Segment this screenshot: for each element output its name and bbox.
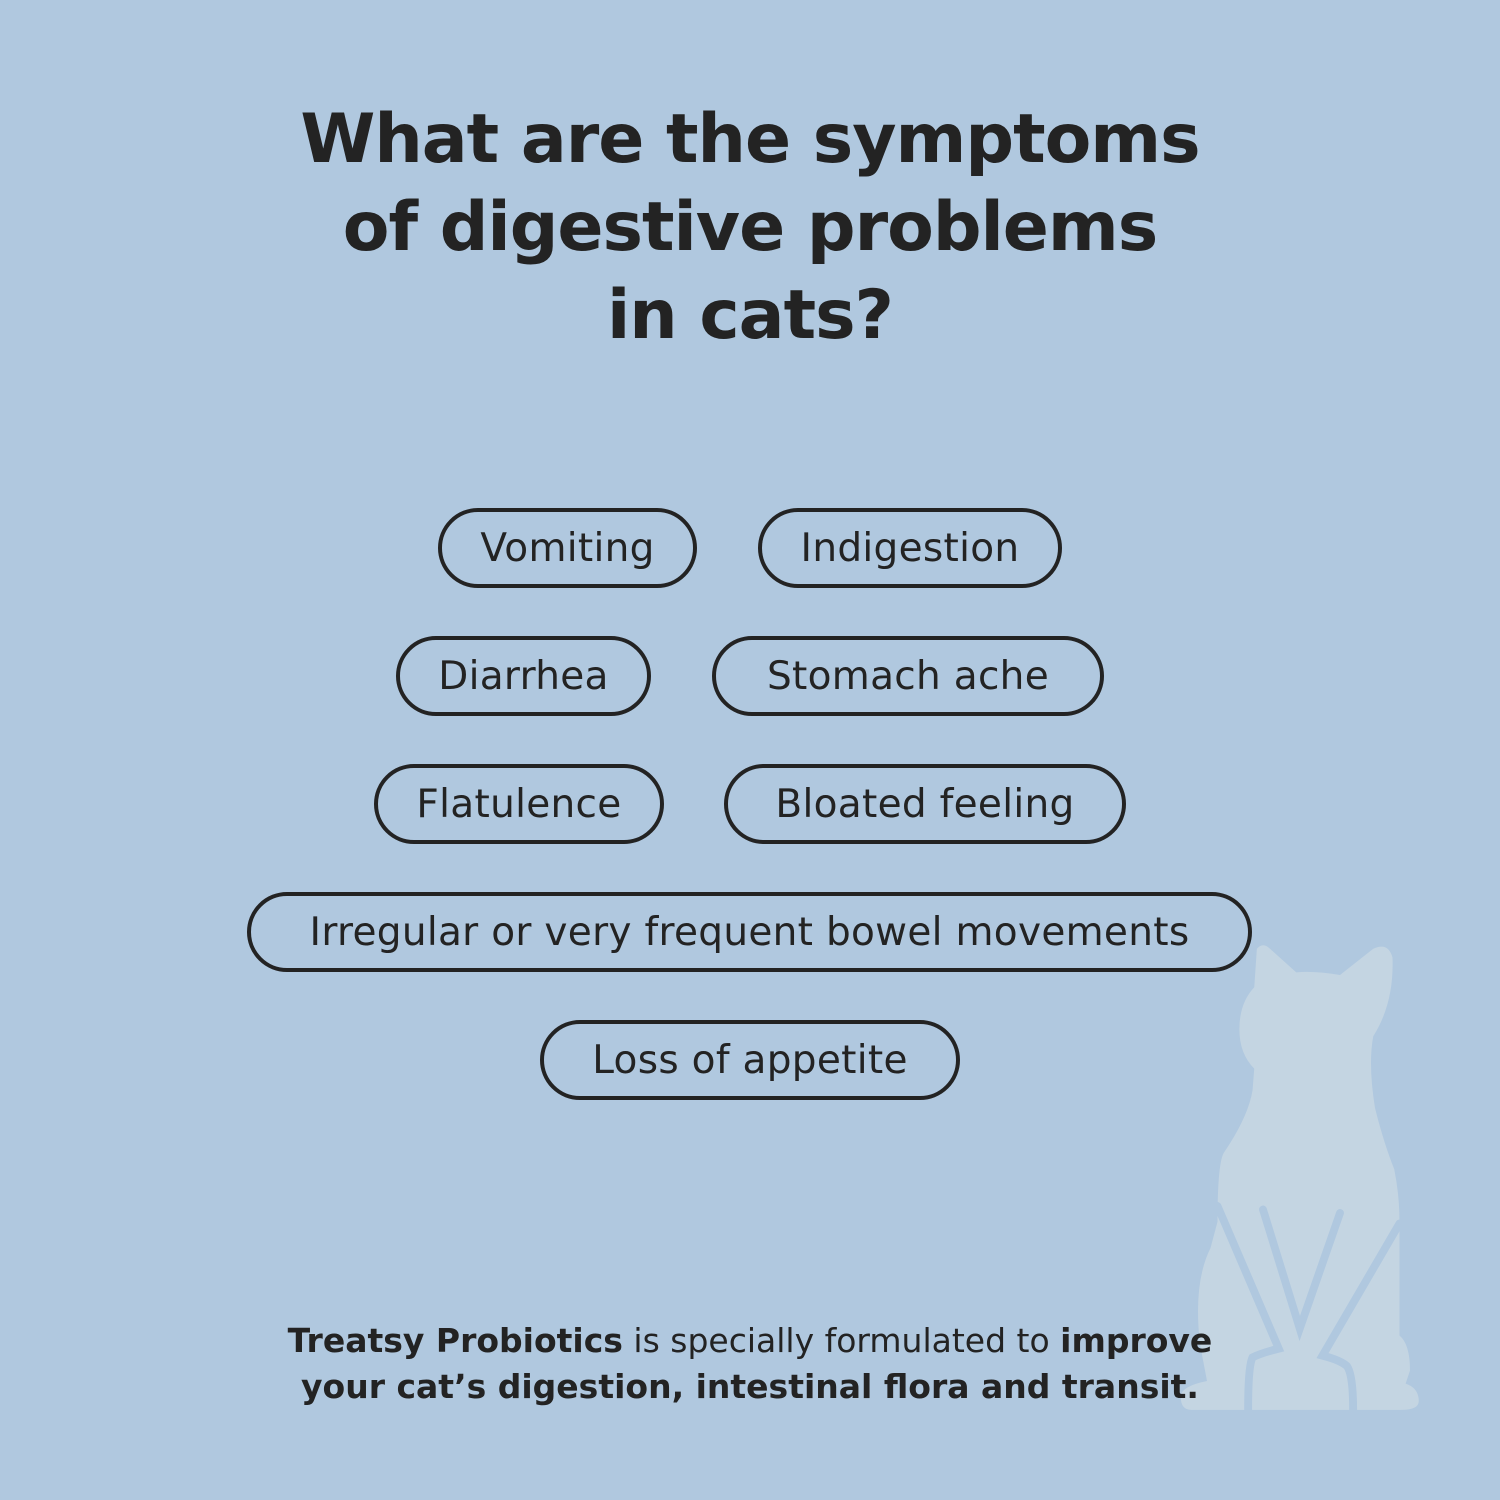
symptom-label: Diarrhea — [438, 653, 609, 699]
page-title: What are the symptoms of digestive probl… — [0, 96, 1500, 360]
footer-text: Treatsy Probiotics is specially formulat… — [0, 1318, 1500, 1410]
title-line-1: What are the symptoms — [300, 100, 1200, 179]
symptom-label: Bloated feeling — [775, 781, 1075, 827]
symptom-pill-indigestion: Indigestion — [758, 508, 1062, 588]
symptom-label: Irregular or very frequent bowel movemen… — [309, 909, 1190, 955]
footer-bold-text-2: your cat’s digestion, intestinal flora a… — [301, 1367, 1199, 1406]
footer-line-2: your cat’s digestion, intestinal flora a… — [0, 1364, 1500, 1410]
title-line-3: in cats? — [606, 276, 894, 355]
footer-line-1: Treatsy Probiotics is specially formulat… — [0, 1318, 1500, 1364]
symptom-pill-loss-of-appetite: Loss of appetite — [540, 1020, 960, 1100]
title-line-2: of digestive problems — [342, 188, 1159, 267]
symptom-label: Stomach ache — [766, 653, 1049, 699]
brand-name: Treatsy Probiotics — [287, 1321, 623, 1360]
symptom-pill-flatulence: Flatulence — [374, 764, 664, 844]
symptom-label: Loss of appetite — [592, 1037, 908, 1083]
symptom-label: Indigestion — [800, 525, 1020, 571]
footer-bold-text: improve — [1060, 1321, 1213, 1360]
symptom-pill-stomach-ache: Stomach ache — [712, 636, 1104, 716]
cat-silhouette-icon — [1180, 945, 1419, 1414]
symptom-pill-vomiting: Vomiting — [438, 508, 697, 588]
symptom-pill-irregular-bowel: Irregular or very frequent bowel movemen… — [247, 892, 1252, 972]
symptom-pill-bloated-feeling: Bloated feeling — [724, 764, 1126, 844]
symptom-label: Flatulence — [416, 781, 622, 827]
symptom-pill-diarrhea: Diarrhea — [396, 636, 651, 716]
symptom-label: Vomiting — [480, 525, 655, 571]
footer-plain-text: is specially formulated to — [622, 1321, 1061, 1360]
